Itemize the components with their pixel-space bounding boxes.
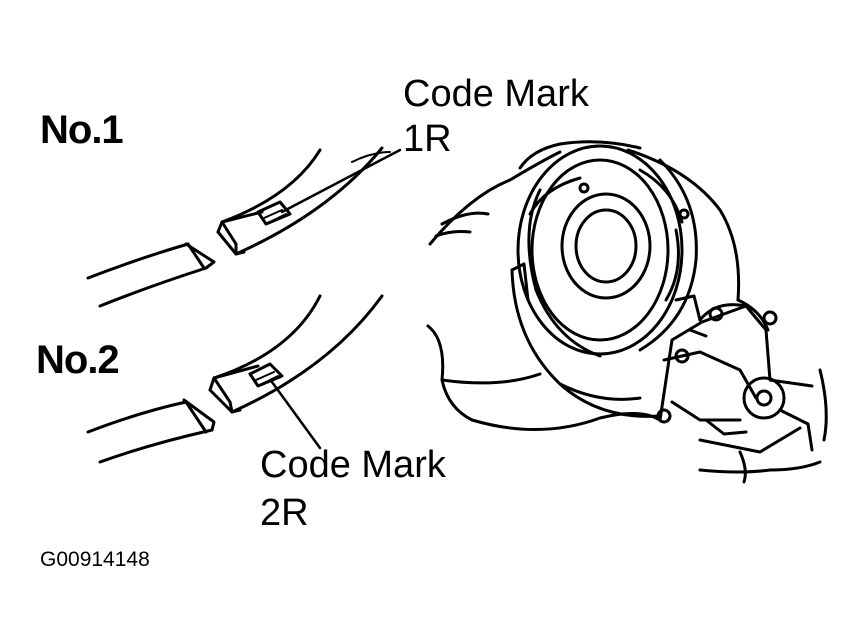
leader-line-1r [280, 148, 402, 214]
ring-label-no1: No.1 [40, 108, 124, 152]
ring-label-no2: No.2 [36, 338, 120, 382]
code-mark-2r-symbol [248, 362, 284, 388]
code-mark-label-1r: Code Mark [403, 73, 589, 115]
code-mark-value-2r: 2R [260, 492, 309, 534]
code-mark-label-2r: Code Mark [260, 444, 446, 486]
figure-id: G00914148 [40, 548, 150, 571]
piston-ring-no1 [86, 146, 402, 308]
code-mark-value-1r: 1R [403, 118, 452, 160]
hand-with-piston [426, 140, 828, 484]
code-mark-1r-symbol [256, 200, 292, 226]
piston-ring-no2 [86, 294, 384, 464]
leader-line-2r [270, 380, 322, 450]
